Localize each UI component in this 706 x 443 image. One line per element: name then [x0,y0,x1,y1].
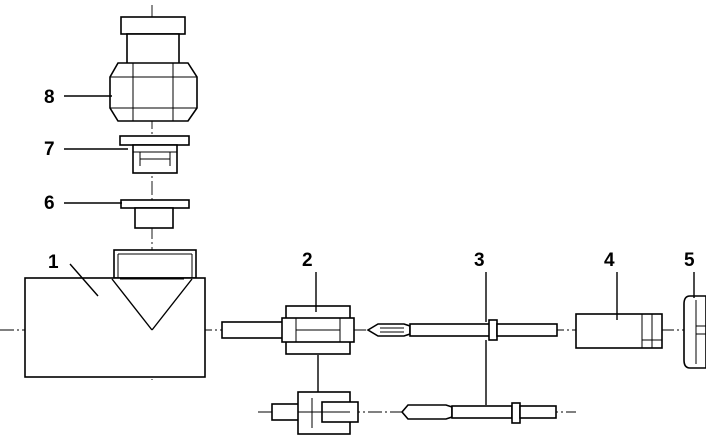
label-part-4: 4 [604,250,615,271]
part-labels: 8 7 6 1 2 3 4 5 [44,87,695,273]
label-part-7: 7 [44,139,55,160]
label-part-3: 3 [474,250,485,271]
part-4-sleeve [575,313,663,349]
part-6-spacer [120,199,190,229]
part-3-detail-view [400,340,557,424]
part-2-coupling [221,305,355,355]
part-1-tee-body [24,249,206,378]
label-part-1: 1 [48,252,59,273]
part-3-pin [366,319,558,341]
leader-lines [64,95,695,322]
part-2-detail-view [271,355,359,435]
label-part-8: 8 [44,87,55,108]
part-8-hex-nut [109,16,198,122]
part-7-flanged-bushing [119,135,190,174]
part-5-end-cap [683,295,706,369]
label-part-5: 5 [684,250,695,271]
label-part-2: 2 [302,250,313,271]
label-part-6: 6 [44,193,55,214]
